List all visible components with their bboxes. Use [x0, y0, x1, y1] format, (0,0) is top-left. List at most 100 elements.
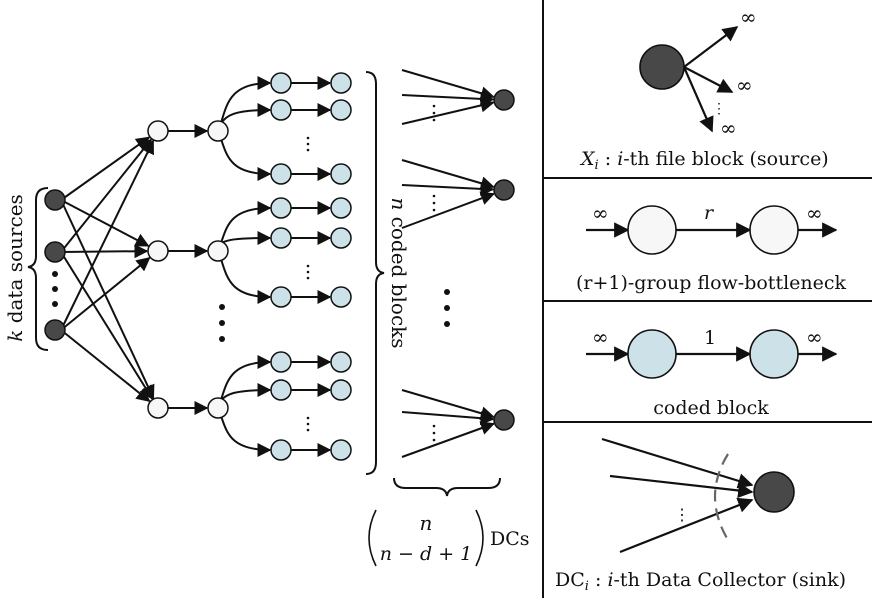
coded-block-in-node	[270, 72, 292, 94]
groups-ellipsis-dot	[219, 320, 225, 326]
dc-inputs-ellipsis-dot	[432, 118, 436, 122]
dc-brace	[393, 477, 501, 497]
dcs-ellipsis-dot	[444, 321, 450, 327]
dc-suffix: DCs	[490, 528, 530, 550]
source-to-group-edge	[60, 138, 152, 253]
bottleneck-in-node	[147, 120, 169, 142]
sources-label: k data sources	[3, 194, 27, 342]
dcs-ellipsis-dot	[444, 289, 450, 295]
coded-block-in-node	[270, 163, 292, 185]
dc-count-binomial: n n − d + 1 DCs	[368, 509, 530, 567]
sources-ellipsis-dot	[52, 286, 58, 292]
dc-input-edge	[401, 181, 495, 196]
coded-block-in-node	[270, 379, 292, 401]
coded-block-out-node	[330, 351, 352, 373]
data-collector-node	[493, 179, 515, 201]
coded-rows-ellipsis-dot	[306, 416, 310, 420]
bottleneck-out-node	[207, 120, 229, 142]
source-ellipsis: ⋮	[712, 101, 726, 117]
coded-rows-ellipsis-dot	[306, 264, 310, 268]
coded-blocks-label: n coded blocks	[387, 197, 411, 348]
dc-input-edge	[401, 389, 495, 421]
coded-mid-capacity: 1	[704, 327, 716, 349]
dcs-ellipsis-dot	[444, 305, 450, 311]
group-to-coded-edge	[220, 201, 272, 244]
dc-input-edge	[401, 98, 495, 125]
source-to-group-edge	[60, 251, 154, 400]
cut-dashed-arc	[713, 453, 729, 541]
data-source-node	[44, 241, 66, 263]
binom-bottom: n − d + 1	[380, 543, 473, 565]
source-to-group-edge	[60, 139, 155, 331]
coded-block-in-node	[270, 439, 292, 461]
dc-inputs-ellipsis-dot	[432, 208, 436, 212]
dc-input-edge	[401, 159, 495, 191]
bottleneck-in-capacity: ∞	[592, 201, 609, 225]
legend-coded-block: ∞ 1 ∞ coded block	[586, 325, 838, 419]
coded-block-out-node	[330, 379, 352, 401]
legend-source: ∞ ∞ ∞ ⋮ Xi : i-th file block (source)	[579, 5, 829, 173]
groups-ellipsis-dot	[219, 304, 225, 310]
source-caption: Xi : i-th file block (source)	[579, 148, 829, 173]
dc-input-edge	[401, 69, 495, 101]
coded-block-in-node	[270, 351, 292, 373]
coded-block-out-node	[330, 163, 352, 185]
source-to-group-edge	[60, 257, 151, 331]
coded-block-out-node	[330, 227, 352, 249]
source-to-group-edge	[60, 329, 151, 402]
sink-ellipsis: ⋮	[674, 505, 690, 524]
coded-in-node	[627, 329, 677, 379]
sources-ellipsis-dot	[52, 271, 58, 277]
coded-out-capacity: ∞	[806, 325, 823, 349]
coded-rows-ellipsis-dot	[306, 422, 310, 426]
data-source-node	[44, 319, 66, 341]
sink-node	[753, 471, 795, 513]
coded-block-in-node	[270, 99, 292, 121]
group-to-coded-edge	[220, 138, 272, 181]
coded-rows-ellipsis-dot	[306, 276, 310, 280]
coded-in-capacity: ∞	[592, 325, 609, 349]
coded-block-in-node	[270, 197, 292, 219]
legend-sink: ⋮ DCi : i-th Data Collector (sink)	[555, 437, 846, 594]
dc-input-edge	[401, 411, 495, 426]
sources-brace	[27, 187, 49, 351]
bottleneck-out-capacity: ∞	[806, 201, 823, 225]
dc-input-edge	[401, 421, 495, 458]
sources-ellipsis-dot	[52, 301, 58, 307]
dc-inputs-ellipsis-dot	[432, 111, 436, 115]
dc-inputs-ellipsis-dot	[432, 201, 436, 205]
coded-block-out-node	[330, 99, 352, 121]
bottleneck-in-node	[627, 205, 677, 255]
bottleneck-caption: (r+1)-group flow-bottleneck	[576, 272, 847, 294]
source-node	[639, 44, 685, 90]
coded-block-out-node	[330, 439, 352, 461]
group-to-coded-edge	[220, 258, 272, 304]
bottleneck-out-node	[207, 240, 229, 262]
coded-rows-ellipsis-dot	[306, 428, 310, 432]
groups-ellipsis-dot	[219, 336, 225, 342]
source-edge-label-mid: ∞	[736, 73, 753, 97]
bottleneck-out-node	[207, 397, 229, 419]
group-to-coded-edge	[220, 103, 272, 124]
binom-top: n	[420, 511, 433, 535]
coded-rows-ellipsis-dot	[306, 136, 310, 140]
coded-block-out-node	[330, 197, 352, 219]
data-collector-node	[493, 409, 515, 431]
coded-rows-ellipsis-dot	[306, 270, 310, 274]
coded-blocks-brace	[365, 71, 385, 475]
group-to-coded-edge	[220, 76, 272, 124]
dc-input-edge	[401, 91, 495, 106]
bottleneck-in-node	[147, 240, 169, 262]
data-collector-node	[493, 89, 515, 111]
coded-block-out-node	[330, 72, 352, 94]
source-to-group-edge	[60, 199, 150, 247]
source-to-group-edge	[60, 136, 151, 201]
bottleneck-mid-capacity: r	[704, 202, 715, 224]
coded-block-in-node	[270, 286, 292, 308]
dc-inputs-ellipsis-dot	[432, 424, 436, 428]
group-to-coded-edge	[220, 383, 272, 401]
dc-inputs-ellipsis-dot	[432, 438, 436, 442]
sink-caption: DCi : i-th Data Collector (sink)	[555, 569, 846, 594]
graph-nodes	[44, 72, 515, 461]
